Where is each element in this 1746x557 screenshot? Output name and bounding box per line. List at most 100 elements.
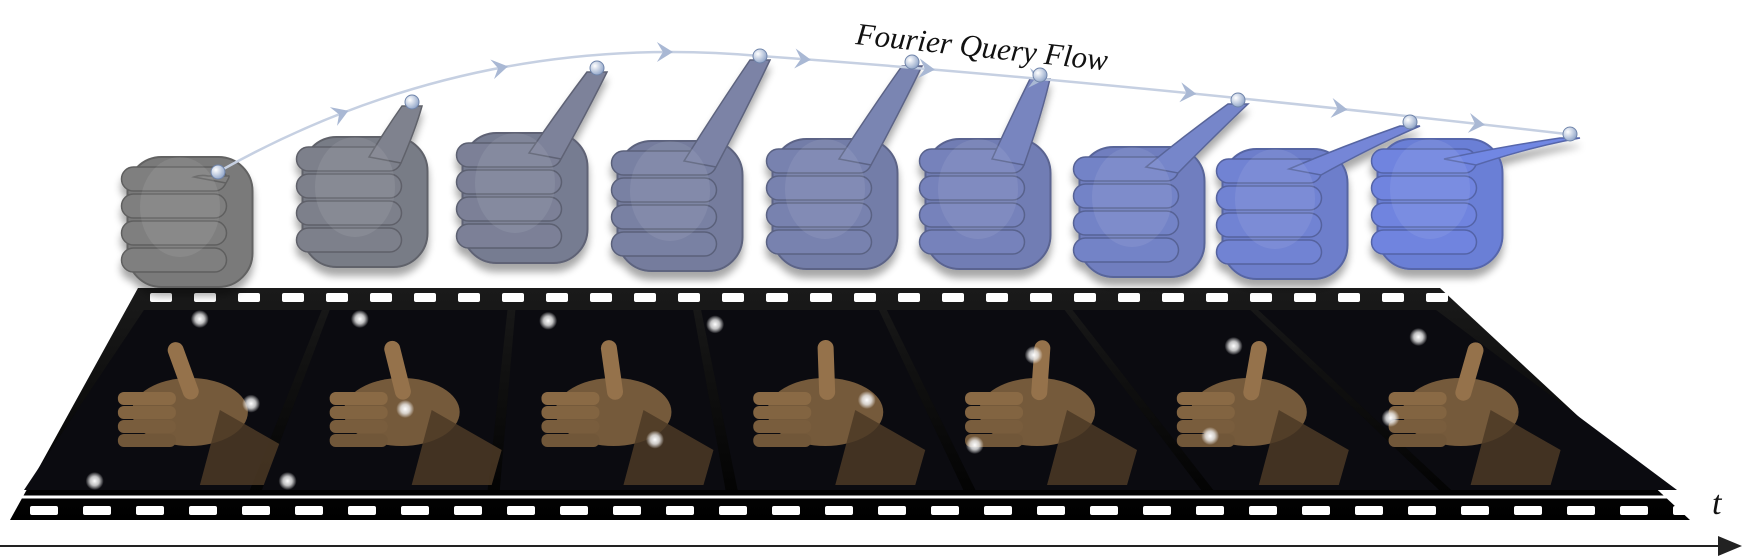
- sprocket-hole: [295, 506, 323, 515]
- hand-photo-finger: [117, 392, 176, 405]
- sprocket-hole: [189, 506, 217, 515]
- query-point: [1402, 114, 1418, 130]
- flow-arrowhead: [490, 59, 508, 80]
- sprocket-hole: [772, 506, 800, 515]
- sprocket-hole: [1090, 506, 1118, 515]
- flow-arrowhead: [1467, 112, 1485, 133]
- sprocket-hole: [1074, 293, 1096, 302]
- sprocket-hole: [1294, 293, 1316, 302]
- sprocket-hole: [1408, 506, 1436, 515]
- sprocket-hole: [1338, 293, 1360, 302]
- hand-photo-finger: [329, 434, 388, 447]
- hand-photo-finger: [541, 420, 600, 433]
- hand-photo-finger: [753, 420, 812, 433]
- sprocket-hole: [898, 293, 920, 302]
- hand-photo-wrist: [623, 410, 714, 485]
- query-points: [210, 48, 1578, 180]
- sprocket-hole: [401, 506, 429, 515]
- hand-photo-thumb: [1455, 342, 1484, 401]
- hand-mesh-sequence: [120, 59, 1581, 288]
- hand-photo-finger: [1176, 406, 1235, 419]
- sprocket-hole: [30, 506, 58, 515]
- sprocket-hole: [370, 293, 392, 302]
- hand-thumb: [527, 71, 609, 160]
- sprocket-hole: [1302, 506, 1330, 515]
- query-point: [904, 54, 920, 70]
- hand-mesh: [295, 105, 429, 268]
- light-spot: [350, 310, 369, 328]
- sprocket-hole: [1461, 506, 1489, 515]
- sprocket-hole: [590, 293, 612, 302]
- hand-photo-finger: [541, 392, 600, 405]
- hand-thumb: [1286, 125, 1421, 176]
- video-frame: [24, 310, 322, 490]
- sprocket-hole: [238, 293, 260, 302]
- hand-photo-finger: [965, 406, 1024, 419]
- sprocket-hole: [1030, 293, 1052, 302]
- sprocket-hole: [546, 293, 568, 302]
- video-frame: [1258, 310, 1677, 490]
- query-point: [752, 48, 768, 64]
- sprocket-hole: [678, 293, 700, 302]
- hand-photo-finger: [965, 392, 1024, 405]
- hand-highlight: [1092, 147, 1172, 247]
- hand-photo-finger: [1176, 420, 1235, 433]
- light-spot: [539, 311, 558, 330]
- hand-mesh: [455, 71, 609, 264]
- sprocket-hole: [722, 293, 744, 302]
- hand-highlight: [1235, 149, 1315, 249]
- hand-photo-wrist: [835, 410, 926, 485]
- hand-thumb: [682, 59, 772, 168]
- bottom-sprocket-row: [30, 506, 1701, 515]
- video-frame: [886, 310, 1202, 490]
- sprocket-hole: [810, 293, 832, 302]
- light-spot: [1224, 337, 1243, 355]
- light-spot: [1024, 346, 1043, 364]
- hand-photo-finger: [329, 406, 388, 419]
- hand-highlight: [1390, 139, 1470, 239]
- sprocket-hole: [507, 506, 535, 515]
- hand-highlight: [315, 137, 395, 237]
- flow-arrowhead: [1330, 97, 1348, 118]
- time-axis-arrowhead: [1718, 536, 1742, 556]
- sprocket-hole: [825, 506, 853, 515]
- video-frame: [499, 310, 726, 490]
- hand-highlight: [140, 157, 220, 257]
- sprocket-hole: [242, 506, 270, 515]
- light-spot: [706, 315, 725, 334]
- sprocket-hole: [1250, 293, 1272, 302]
- query-point: [1230, 92, 1246, 108]
- hand-highlight: [785, 139, 865, 239]
- sprocket-hole: [414, 293, 436, 302]
- query-point: [1562, 126, 1578, 142]
- flow-arrowhead: [329, 107, 349, 126]
- video-frame: [261, 310, 508, 490]
- flow-arrowhead: [1179, 82, 1197, 103]
- hand-photo-wrist: [411, 410, 502, 485]
- hand-photo-wrist: [1470, 410, 1561, 485]
- sprocket-hole: [1143, 506, 1171, 515]
- hand-mesh: [610, 59, 772, 272]
- sprocket-hole: [560, 506, 588, 515]
- hand-mesh: [1370, 137, 1581, 270]
- hand-thumb: [367, 105, 423, 164]
- sprocket-hole: [854, 293, 876, 302]
- hand-photo-finger: [753, 392, 812, 405]
- sprocket-hole: [984, 506, 1012, 515]
- flow-arrowhead: [918, 58, 935, 79]
- hand-thumb: [837, 65, 924, 166]
- sprocket-hole: [458, 293, 480, 302]
- sprocket-hole: [194, 293, 216, 302]
- flow-title: Fourier Query Flow: [853, 16, 1110, 77]
- hand-highlight: [630, 141, 710, 241]
- light-spot: [1201, 427, 1220, 445]
- hand-mesh: [1072, 103, 1250, 278]
- sprocket-hole: [326, 293, 348, 302]
- hand-photo-finger: [753, 434, 812, 447]
- light-spot: [965, 436, 984, 454]
- sprocket-hole: [83, 506, 111, 515]
- sprocket-hole: [931, 506, 959, 515]
- sprocket-hole: [1249, 506, 1277, 515]
- video-frame: [1072, 310, 1440, 490]
- light-spot: [278, 472, 297, 490]
